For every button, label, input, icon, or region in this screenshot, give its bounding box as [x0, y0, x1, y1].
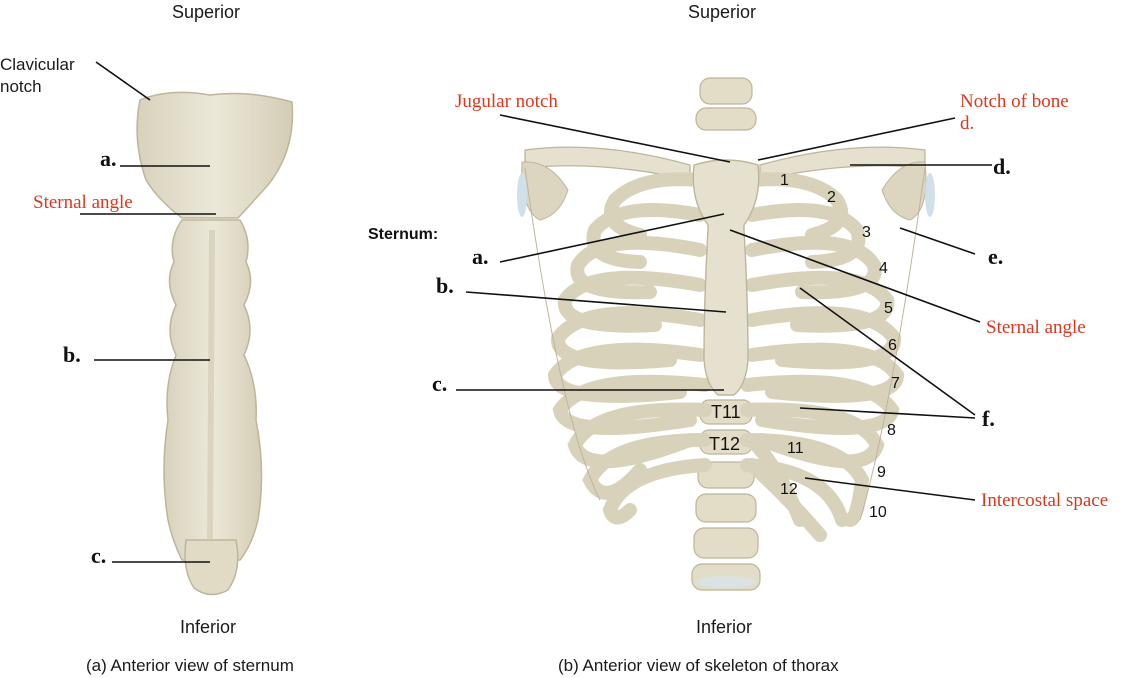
label-a-sternum: a.: [100, 146, 117, 171]
label-d-thorax: d.: [993, 154, 1011, 179]
sternum-label: Sternum:: [368, 226, 439, 243]
superior-label-b: Superior: [688, 2, 757, 22]
rib-number-8: 8: [887, 422, 896, 439]
notch-of-bone-label: Notch of bone: [960, 91, 1069, 112]
inferior-label-a: Inferior: [180, 617, 237, 637]
clavicular-notch-label: Clavicular notch: [0, 55, 75, 96]
thorax-b: [517, 77, 935, 591]
notch-of-bone-d-label: d.: [960, 113, 975, 134]
label-f-thorax: f.: [982, 406, 995, 431]
manubrium-shape: [136, 91, 294, 219]
label-b-thorax: b.: [436, 273, 454, 298]
rib-number-2: 2: [827, 189, 836, 206]
rib-number-12: 12: [780, 481, 798, 498]
inferior-label-b: Inferior: [696, 617, 753, 637]
intercostal-space-label: Intercostal space: [981, 490, 1109, 511]
caption-b: (b) Anterior view of skeleton of thorax: [558, 656, 839, 675]
jugular-notch-label: Jugular notch: [455, 91, 558, 112]
leaders-a: [80, 61, 216, 563]
rib-number-4: 4: [879, 260, 888, 277]
rib-number-3: 3: [862, 224, 871, 241]
label-c-thorax: c.: [432, 371, 448, 396]
rib-number-10: 10: [869, 504, 887, 521]
vertebra-t12: T12: [709, 434, 741, 454]
rib-number-5: 5: [884, 300, 893, 317]
leaders-b: [456, 114, 992, 501]
rib-number-7: 7: [891, 375, 900, 392]
superior-label-a: Superior: [172, 2, 241, 22]
label-c-sternum: c.: [91, 543, 107, 568]
sternum-b: [692, 159, 760, 396]
sternal-angle-label-a: Sternal angle: [33, 192, 133, 213]
vertebra-t11: T11: [711, 402, 741, 422]
rib-number-9: 9: [877, 464, 886, 481]
sternal-angle-label-b: Sternal angle: [986, 317, 1086, 338]
ribs-left: [547, 172, 712, 525]
rib-number-1: 1: [780, 172, 789, 189]
rib-number-6: 6: [888, 337, 897, 354]
ribs-right: [740, 172, 905, 542]
label-a-thorax: a.: [472, 244, 489, 269]
vertebral-column: [691, 77, 761, 591]
xiphoid-shape: [184, 539, 239, 596]
label-b-sternum: b.: [63, 342, 81, 367]
label-e-thorax: e.: [988, 244, 1004, 269]
caption-a: (a) Anterior view of sternum: [86, 656, 294, 675]
sternum-a: [136, 91, 294, 596]
rib-number-11: 11: [787, 440, 804, 457]
